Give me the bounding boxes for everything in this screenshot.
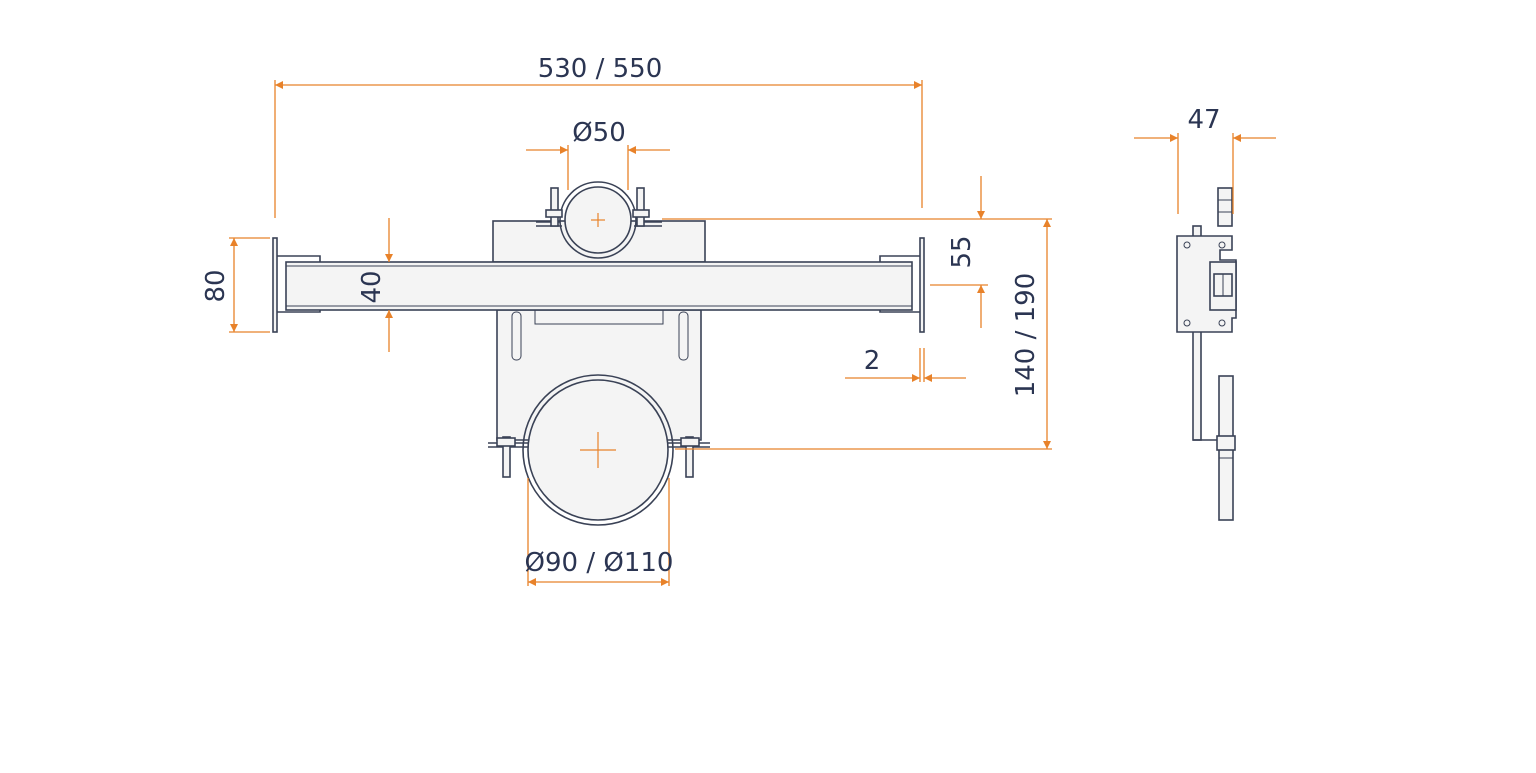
dim-plate-gap: 2 (845, 346, 966, 382)
dim-pipe-spacing: 140 / 190 (675, 219, 1052, 450)
dim-large-pipe: Ø90 / Ø110 (525, 478, 674, 586)
dim-label-overall-width: 530 / 550 (538, 54, 663, 84)
dim-flange-height: 80 (201, 237, 270, 333)
dim-label-large-pipe: Ø90 / Ø110 (525, 548, 674, 578)
side-view: 47 (1134, 105, 1276, 521)
dim-top-offset: 55 (662, 176, 1052, 328)
horizontal-bar (272, 237, 925, 333)
dim-label-small-pipe: Ø50 (572, 118, 626, 148)
dim-side-depth: 47 (1134, 105, 1276, 214)
dim-label-plate-gap: 2 (864, 346, 881, 376)
center-marks (580, 213, 616, 468)
dim-label-flange-height: 80 (201, 269, 231, 302)
dim-label-pipe-spacing: 140 / 190 (1011, 273, 1041, 398)
dim-label-top-offset: 55 (947, 235, 977, 268)
dim-small-pipe: Ø50 (526, 118, 670, 190)
dim-overall-width: 530 / 550 (274, 54, 923, 218)
dim-label-bar-height: 40 (357, 270, 387, 303)
dim-bar-height: 40 (357, 218, 393, 352)
front-view: 530 / 550 Ø50 80 40 5 (201, 54, 1052, 586)
dim-label-side-depth: 47 (1187, 105, 1220, 135)
side-top-bolt (1217, 187, 1233, 227)
